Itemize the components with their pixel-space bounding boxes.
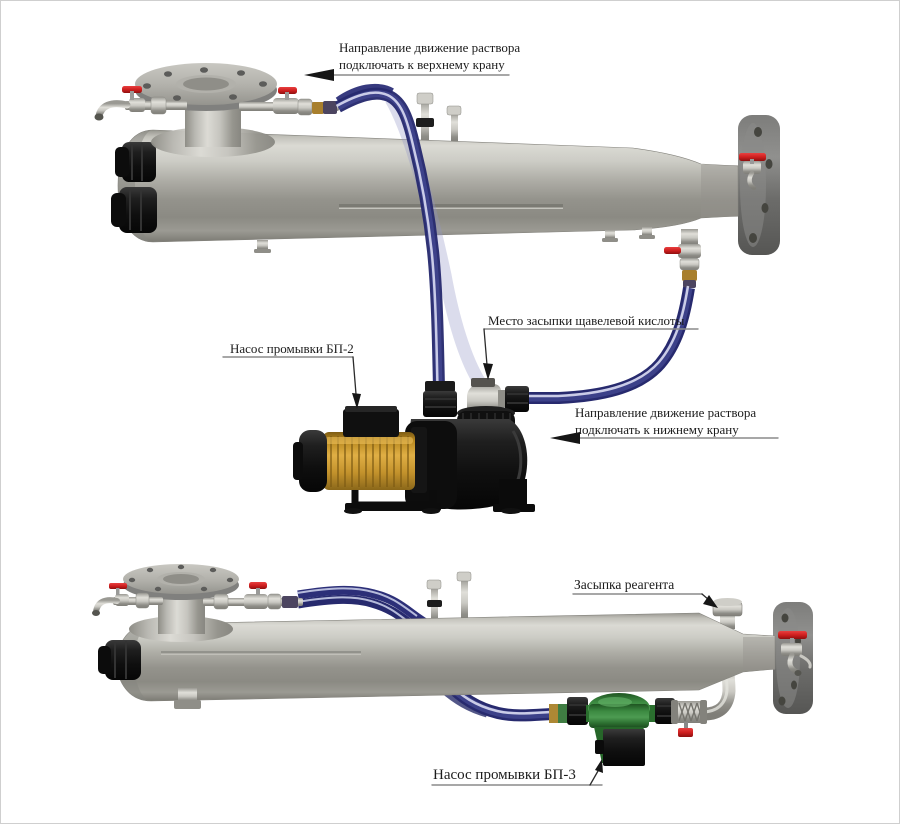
- annotation-flow-bottom-line1: Направление движение раствора: [575, 405, 757, 420]
- pump-inlet-fitting: [423, 391, 457, 417]
- spigot: [95, 100, 131, 120]
- air-vent-valves-bottom-unit: [426, 571, 472, 625]
- hose-to-upper-tap: [335, 83, 486, 390]
- red-valve-handle: [778, 631, 807, 639]
- lower-tap-top-unit: [664, 229, 701, 288]
- annotation-leader-lines: [222, 69, 779, 786]
- flow-direction-arrow-top: [304, 69, 334, 81]
- hose-to-lower-tap: [517, 285, 695, 404]
- red-valve-handle: [122, 86, 142, 93]
- cable-gland-bottom-unit: [98, 640, 141, 680]
- uv-unit-bottom: [92, 564, 813, 766]
- inlet-nozzle-top-unit: [135, 63, 277, 157]
- annotation-reagent-fill: Засыпка реагента: [574, 577, 675, 592]
- vent-valve-right-bottom-unit: [778, 631, 812, 676]
- spigot: [93, 597, 120, 615]
- annotation-acid-fill: Место засыпки щавелевой кислоты: [488, 313, 685, 328]
- annotation-pump-bp2: Насос промывки БП-2: [230, 341, 354, 356]
- red-valve-handle: [109, 583, 127, 589]
- uv-unit-top: [94, 63, 780, 288]
- annotation-flow-top-line2: подключать к верхнему крану: [339, 56, 505, 72]
- drain-tap-left-bottom-unit: [92, 583, 163, 616]
- cable-glands-top-unit: [111, 142, 157, 233]
- flush-pump-bp3: [549, 693, 707, 766]
- red-valve-handle: [739, 153, 766, 161]
- mounting-tabs-top-unit: [254, 227, 655, 253]
- red-valve-handle: [249, 582, 267, 589]
- brass-fitting: [312, 102, 324, 114]
- annotation-flow-top: Направление движение раствора подключать…: [339, 40, 520, 73]
- brass-fitting: [549, 704, 558, 723]
- annotation-pump-bp3: Насос промывки БП-3: [433, 767, 576, 783]
- annotation-flow-bottom-line2: подключать к нижнему крану: [575, 421, 739, 437]
- reagent-fill-plug: [712, 598, 743, 629]
- pump-bp2-arrow: [352, 393, 361, 409]
- hose-coupling: [505, 386, 529, 412]
- red-valve-handle: [278, 87, 297, 94]
- drain-nozzle-bottom-unit: [174, 688, 201, 709]
- flush-pump-bp2: [293, 378, 535, 514]
- flow-direction-arrow-bottom: [550, 432, 580, 444]
- pump-bp3-arrow: [595, 759, 603, 773]
- upper-tap-bottom-unit: [203, 582, 303, 610]
- pump-terminal-box: [603, 729, 645, 766]
- drain-tap-left-top-unit: [94, 86, 187, 121]
- reagent-fill-arrow: [703, 595, 718, 608]
- air-vent-valves-top-unit: [416, 92, 462, 145]
- pump-terminal-box: [343, 409, 399, 437]
- red-valve-handle: [664, 247, 681, 254]
- braided-hose: [673, 701, 705, 723]
- acid-fill-arrow: [483, 363, 493, 380]
- flange-right-top-unit: [738, 115, 780, 255]
- upper-tap-top-unit: [239, 87, 339, 116]
- brass-fitting: [682, 270, 697, 281]
- vent-valve-right-top-unit: [739, 153, 766, 191]
- annotation-flow-bottom: Направление движение раствора подключать…: [575, 405, 756, 438]
- inlet-nozzle-bottom-unit: [123, 564, 239, 642]
- pump-motor: [323, 432, 415, 490]
- red-valve-handle: [678, 728, 693, 737]
- annotation-flow-top-line1: Направление движение раствора: [339, 40, 521, 55]
